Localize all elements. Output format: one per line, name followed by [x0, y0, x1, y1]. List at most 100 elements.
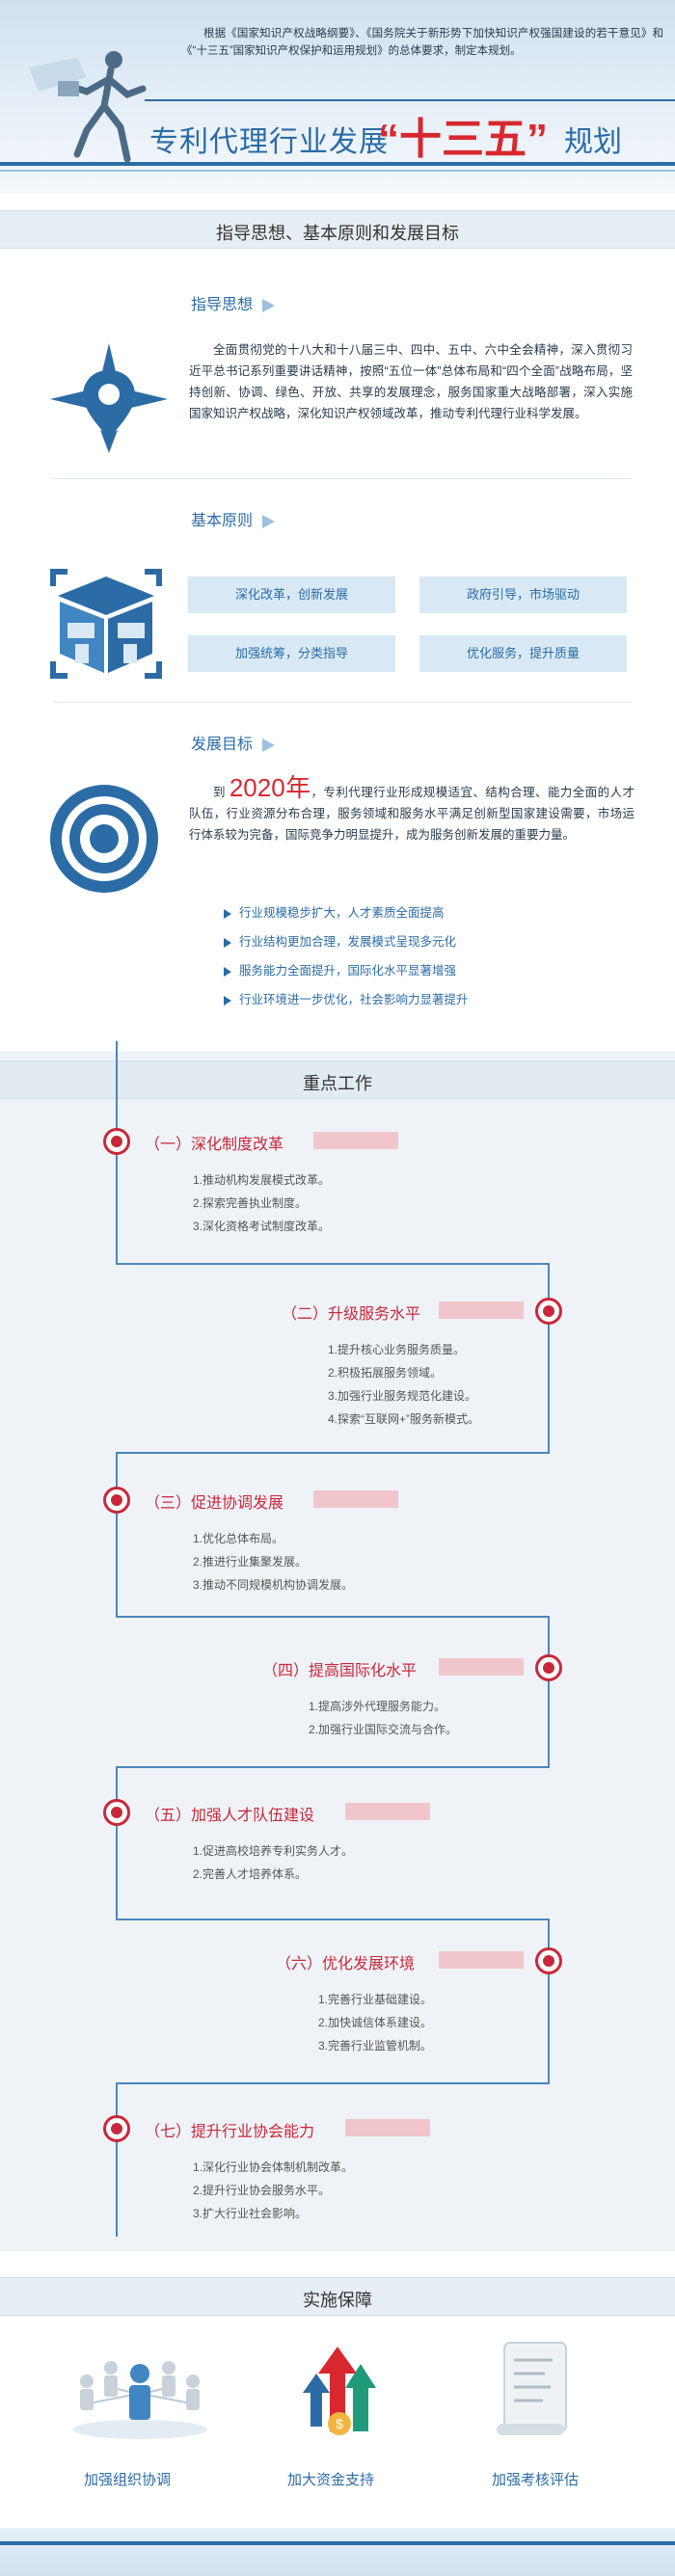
target-marker-icon — [103, 1487, 130, 1514]
guarantee-label: 加大资金支持 — [244, 2469, 418, 2489]
task-title: （四）提高国际化水平 — [262, 1657, 417, 1680]
target-marker-icon — [103, 1128, 130, 1155]
target-marker-icon — [535, 1654, 562, 1681]
goal-item-text: 行业规模稳步扩大，人才素质全面提高 — [239, 906, 445, 920]
page-title: 专利代理行业发展 — [149, 118, 389, 160]
timeline-line — [548, 1616, 550, 1766]
task-item: 1.提高涉外代理服务能力。 — [309, 1695, 457, 1718]
task-list: 1.完善行业基础建设。 2.加快诚信体系建设。 3.完善行业监管机制。 — [318, 1988, 432, 2057]
task-item: 1.提升核心业务服务质量。 — [328, 1338, 479, 1361]
page-title-tail: 规划 — [564, 118, 622, 160]
target-marker-icon — [103, 2115, 130, 2142]
task-item: 1.深化行业协会体制机制改革。 — [193, 2156, 353, 2179]
triangle-icon — [224, 967, 231, 977]
svg-text:$: $ — [336, 2416, 343, 2431]
goals-lead: 到 — [213, 786, 226, 799]
section-header-key-work: 重点工作 — [0, 1060, 675, 1099]
key-work-background — [0, 1051, 675, 2251]
task-item: 3.推动不同规模机构协调发展。 — [193, 1573, 353, 1597]
task-list: 1.深化行业协会体制机制改革。 2.提升行业协会服务水平。 3.扩大行业社会影响… — [193, 2156, 353, 2225]
goal-item-text: 行业环境进一步优化，社会影响力显著提升 — [239, 993, 469, 1006]
arrow-icon — [262, 299, 275, 312]
document-scroll-icon — [487, 2337, 580, 2443]
timeline-line — [116, 1452, 550, 1454]
task-bar — [439, 1951, 524, 1969]
timeline-line — [116, 2082, 550, 2084]
principle-pill: 深化改革，创新发展 — [188, 577, 395, 613]
task-bar — [313, 1490, 398, 1508]
task-list: 1.提高涉外代理服务能力。 2.加强行业国际交流与合作。 — [309, 1695, 457, 1741]
task-item: 1.完善行业基础建设。 — [318, 1988, 432, 2011]
task-list: 1.优化总体布局。 2.推进行业集聚发展。 3.推动不同规模机构协调发展。 — [193, 1527, 353, 1597]
subsection-title-text: 基本原则 — [191, 513, 253, 529]
target-icon — [48, 783, 160, 895]
subsection-title-goals: 发展目标 — [191, 731, 275, 754]
timeline-line — [548, 1919, 550, 2082]
task-item: 1.优化总体布局。 — [193, 1527, 353, 1550]
task-list: 1.提升核心业务服务质量。 2.积极拓展服务领域。 3.加强行业服务规范化建设。… — [328, 1338, 479, 1431]
timeline-line — [116, 1766, 118, 1919]
task-item: 2.探索完善执业制度。 — [193, 1192, 330, 1215]
task-item: 2.加快诚信体系建设。 — [318, 2011, 432, 2034]
task-item: 3.加强行业服务规范化建设。 — [328, 1384, 479, 1408]
task-bar — [345, 2119, 430, 2136]
arrow-icon — [262, 515, 275, 528]
task-item: 2.推进行业集聚发展。 — [193, 1550, 353, 1573]
divider — [53, 478, 632, 479]
subsection-title-principles: 基本原则 — [191, 507, 275, 530]
footer-banner — [0, 2528, 675, 2576]
task-list: 1.推动机构发展模式改革。 2.探索完善执业制度。 3.深化资格考试制度改革。 — [193, 1168, 330, 1238]
subsection-title-guiding: 指导思想 — [191, 291, 275, 314]
target-marker-icon — [103, 1799, 130, 1826]
timeline-line — [548, 1263, 550, 1452]
target-marker-icon — [535, 1298, 562, 1325]
task-bar — [439, 1658, 524, 1676]
task-title: （一）深化制度改革 — [145, 1131, 284, 1154]
task-item: 1.推动机构发展模式改革。 — [193, 1168, 330, 1192]
running-man-icon — [19, 39, 164, 174]
triangle-icon — [224, 909, 231, 919]
principle-pill: 优化服务，提升质量 — [419, 635, 627, 672]
section-heading: 指导思想、基本原则和发展目标 — [0, 220, 675, 245]
task-title: （三）促进协调发展 — [145, 1489, 284, 1513]
footer-stripe — [0, 2541, 675, 2545]
goals-year: 2020年 — [230, 773, 311, 802]
timeline-line — [116, 1766, 550, 1768]
task-item: 1.促进高校培养专利实务人才。 — [193, 1839, 353, 1863]
header-banner: 根据《国家知识产权战略纲要》、《国务院关于新形势下加快知识产权强国建设的若干意见… — [0, 0, 675, 193]
section-heading: 重点工作 — [0, 1070, 675, 1095]
task-bar — [345, 1803, 430, 1820]
timeline-line — [116, 1452, 118, 1616]
goal-item: 行业环境进一步优化，社会影响力显著提升 — [224, 989, 469, 1007]
principle-pill: 政府引导，市场驱动 — [419, 577, 627, 613]
task-title: （二）升级服务水平 — [282, 1301, 420, 1324]
task-list: 1.促进高校培养专利实务人才。 2.完善人才培养体系。 — [193, 1839, 353, 1886]
timeline-line — [116, 1616, 550, 1618]
header-stripe — [0, 162, 675, 166]
timeline-line — [116, 1919, 550, 1920]
triangle-icon — [224, 996, 231, 1006]
header-stripe-light — [0, 170, 675, 172]
guarantee-label: 加强组织协调 — [40, 2469, 214, 2489]
triangle-icon — [224, 938, 231, 948]
principle-pill: 加强统筹，分类指导 — [188, 635, 395, 672]
task-item: 3.深化资格考试制度改革。 — [193, 1215, 330, 1238]
timeline-line — [116, 1263, 550, 1265]
goal-item: 行业结构更加合理，发展模式呈现多元化 — [224, 931, 456, 950]
location-pin-icon — [48, 341, 170, 455]
section-header-guarantee: 实施保障 — [0, 2277, 675, 2316]
timeline-line — [116, 2082, 118, 2237]
task-title: （五）加强人才队伍建设 — [145, 1802, 314, 1825]
section-heading: 实施保障 — [0, 2287, 675, 2312]
goal-item: 服务能力全面提升，国际化水平显著增强 — [224, 960, 456, 979]
building-icon — [46, 567, 166, 681]
guarantee-label: 加强考核评估 — [448, 2469, 622, 2489]
page-title-accent: “十三五” — [378, 104, 548, 166]
task-item: 2.积极拓展服务领域。 — [328, 1361, 479, 1384]
goal-item: 行业规模稳步扩大，人才素质全面提高 — [224, 902, 445, 921]
header-divider — [145, 99, 675, 101]
divider — [53, 702, 632, 703]
task-title: （七）提升行业协会能力 — [145, 2118, 314, 2141]
arrow-icon — [262, 738, 275, 752]
goals-paragraph: 到 2020年，专利代理行业形成规模适宜、结构合理、能力全面的人才队伍，行业资源… — [189, 777, 634, 845]
